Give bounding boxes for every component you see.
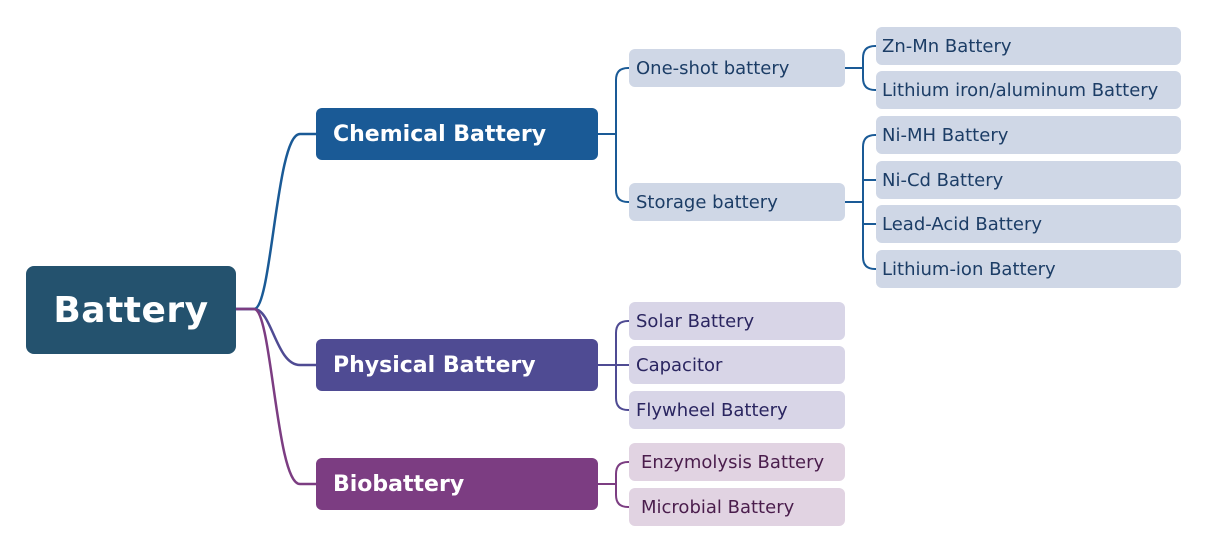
leaf-ni-mh-battery[interactable]: Ni-MH Battery: [876, 116, 1181, 154]
chemical-to-oneshot-line: [598, 67, 629, 135]
chemical-to-storage-line: [615, 134, 629, 203]
node-flywheel-battery[interactable]: Flywheel Battery: [629, 391, 845, 429]
leaf-ni-cd-battery[interactable]: Ni-Cd Battery: [876, 161, 1181, 199]
oneshot-to-lithium-iron-line: [862, 68, 876, 91]
node-solar-battery[interactable]: Solar Battery: [629, 302, 845, 340]
oneshot-to-znmn-line: [845, 45, 876, 69]
category-chemical-battery[interactable]: Chemical Battery: [316, 108, 598, 160]
node-microbial-battery[interactable]: Microbial Battery: [629, 488, 845, 526]
root-node-battery[interactable]: Battery: [26, 266, 236, 354]
storage-to-nimh-line: [845, 134, 876, 203]
node-capacitor[interactable]: Capacitor: [629, 346, 845, 384]
leaf-zn-mn-battery[interactable]: Zn-Mn Battery: [876, 27, 1181, 65]
physical-to-flywheel-line: [615, 365, 629, 411]
leaf-lithium-ion-battery[interactable]: Lithium-ion Battery: [876, 250, 1181, 288]
leaf-lithium-iron-aluminum-battery[interactable]: Lithium iron/aluminum Battery: [876, 71, 1181, 109]
leaf-lead-acid-battery[interactable]: Lead-Acid Battery: [876, 205, 1181, 243]
bio-to-microbial-line: [615, 484, 629, 508]
category-physical-battery[interactable]: Physical Battery: [316, 339, 598, 391]
node-enzymolysis-battery[interactable]: Enzymolysis Battery: [629, 443, 845, 481]
root-to-chemical-line: [236, 132, 316, 311]
node-one-shot-battery[interactable]: One-shot battery: [629, 49, 845, 87]
storage-to-leadacid-line: [862, 202, 876, 225]
node-storage-battery[interactable]: Storage battery: [629, 183, 845, 221]
bio-to-enzymolysis-line: [598, 461, 629, 485]
root-to-physical-line: [236, 307, 316, 367]
category-biobattery[interactable]: Biobattery: [316, 458, 598, 510]
storage-to-lithium-ion-line: [862, 224, 876, 270]
physical-to-solar-line: [598, 320, 629, 366]
root-to-bio-line: [236, 307, 316, 486]
